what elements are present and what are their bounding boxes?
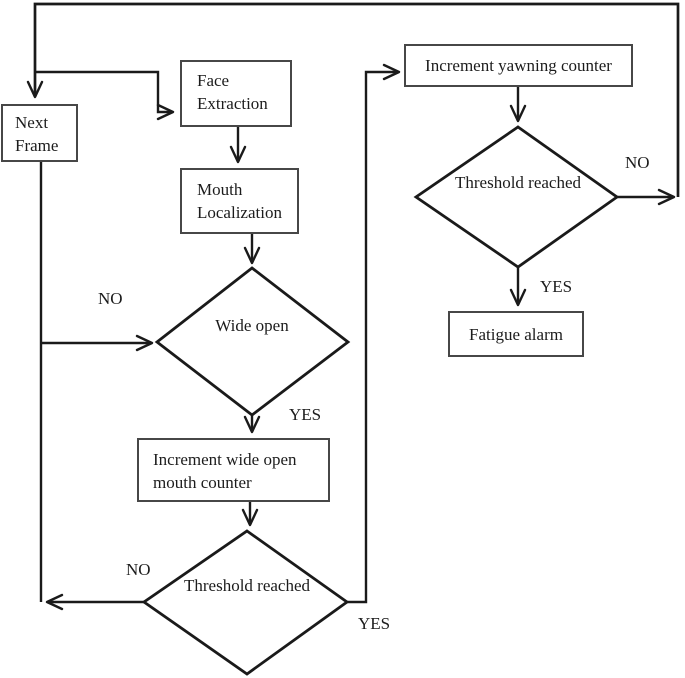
arrow-into-face-extraction [36,70,175,121]
decision-wide-open-label: Wide open [187,314,317,337]
decision-threshold-yawn-shape [413,125,620,269]
node-label: Mouth [197,180,243,199]
node-increment-yawning-counter: Increment yawning counter [404,44,633,87]
node-increment-wide-open-counter: Increment wide open mouth counter [137,438,330,502]
node-label: Frame [15,136,59,155]
node-face-extraction: Face Extraction [180,60,292,127]
node-label: Threshold [454,173,524,192]
edge-label-threshold-wide-no: NO [126,560,151,579]
node-mouth-localization: Mouth Localization [180,168,299,234]
decision-wide-open-shape [154,266,351,417]
edge-label-wide-open-no: NO [98,289,123,308]
node-label: Increment yawning counter [425,56,612,75]
node-label: open [255,316,289,335]
node-label: Threshold [183,576,253,595]
node-label: Next [15,113,49,132]
decision-threshold-yawn-label: Threshold reached [453,171,583,194]
node-label: Fatigue alarm [469,324,563,344]
node-label: Extraction [197,94,268,113]
decision-threshold-wide-shape [141,529,350,676]
arrow-top-return-to-next-frame [26,2,680,197]
node-label: reached [257,576,311,595]
node-next-frame: Next Frame [1,104,78,162]
arrow-threshold-wide-yes [347,63,401,604]
node-fatigue-alarm: Fatigue alarm [448,311,584,357]
node-label: Localization [197,203,282,222]
edge-label-threshold-yawn-no: NO [625,153,650,172]
node-label: Wide [215,316,252,335]
node-label: Increment wide open [153,450,297,469]
node-label: reached [528,173,582,192]
edge-label-threshold-yawn-yes: YES [540,277,573,296]
decision-threshold-wide-label: Threshold reached [182,574,312,597]
edge-label-wide-open-yes: YES [289,405,322,424]
node-label: Face [197,71,230,90]
edge-label-threshold-wide-yes: YES [358,614,391,633]
node-label: mouth counter [153,473,252,492]
